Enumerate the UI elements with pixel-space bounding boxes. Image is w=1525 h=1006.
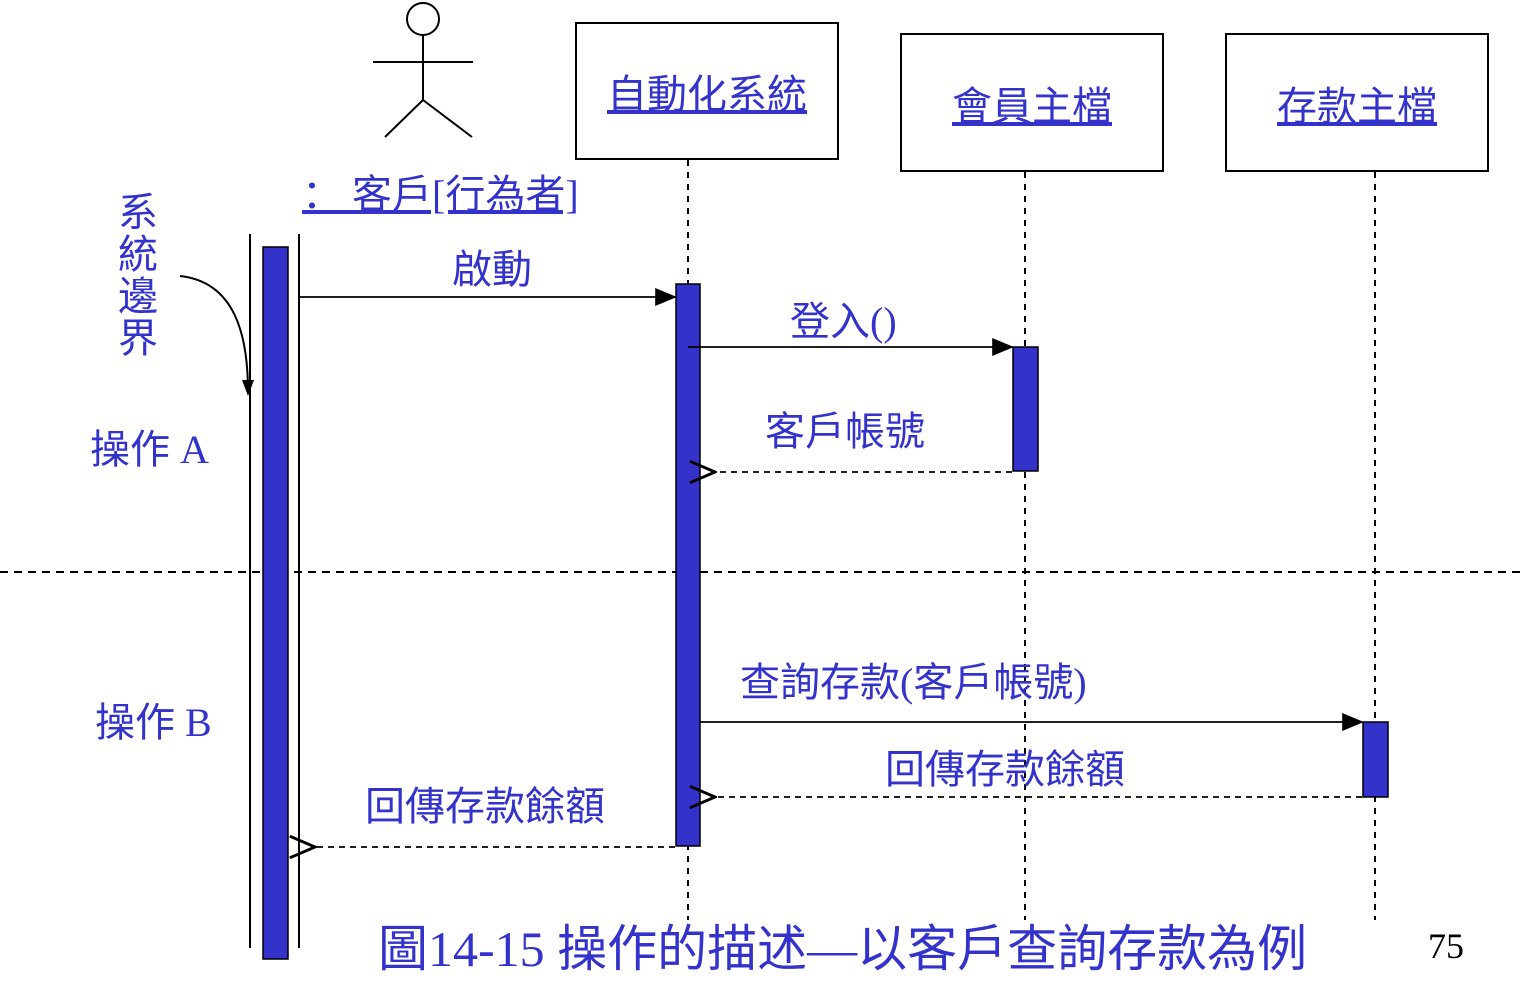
activation-actor [262, 246, 289, 960]
activation-system [675, 283, 701, 847]
actor-icon [373, 2, 473, 138]
operation-b-label: 操作 B [95, 700, 212, 745]
actor-label: ： 客戶[行為者] [302, 172, 579, 217]
msg-label-return-1: 回傳存款餘額 [885, 747, 1125, 792]
page-number: 75 [1428, 926, 1464, 966]
msg-label-login: 登入() [790, 299, 897, 344]
msg-label-start: 啟動 [452, 247, 532, 292]
activation-member [1012, 346, 1039, 472]
msg-label-query: 查詢存款(客戶帳號) [740, 660, 1087, 705]
object-member: 會員主檔 [900, 33, 1164, 172]
object-member-label: 會員主檔 [952, 83, 1112, 129]
msg-label-account-no: 客戶帳號 [765, 409, 925, 454]
boundary-pointer-arrow [179, 275, 249, 393]
activation-deposit [1362, 721, 1389, 798]
msg-label-return-2: 回傳存款餘額 [365, 784, 605, 829]
object-system-label: 自動化系統 [607, 72, 807, 117]
object-deposit: 存款主檔 [1225, 33, 1489, 172]
boundary-label: 系統邊界 [118, 190, 158, 361]
operation-a-label: 操作 A [90, 427, 209, 472]
figure-caption: 圖14-15 操作的描述—以客戶查詢存款為例 [378, 921, 1308, 977]
object-deposit-label: 存款主檔 [1277, 83, 1437, 129]
object-system: 自動化系統 [575, 22, 839, 160]
